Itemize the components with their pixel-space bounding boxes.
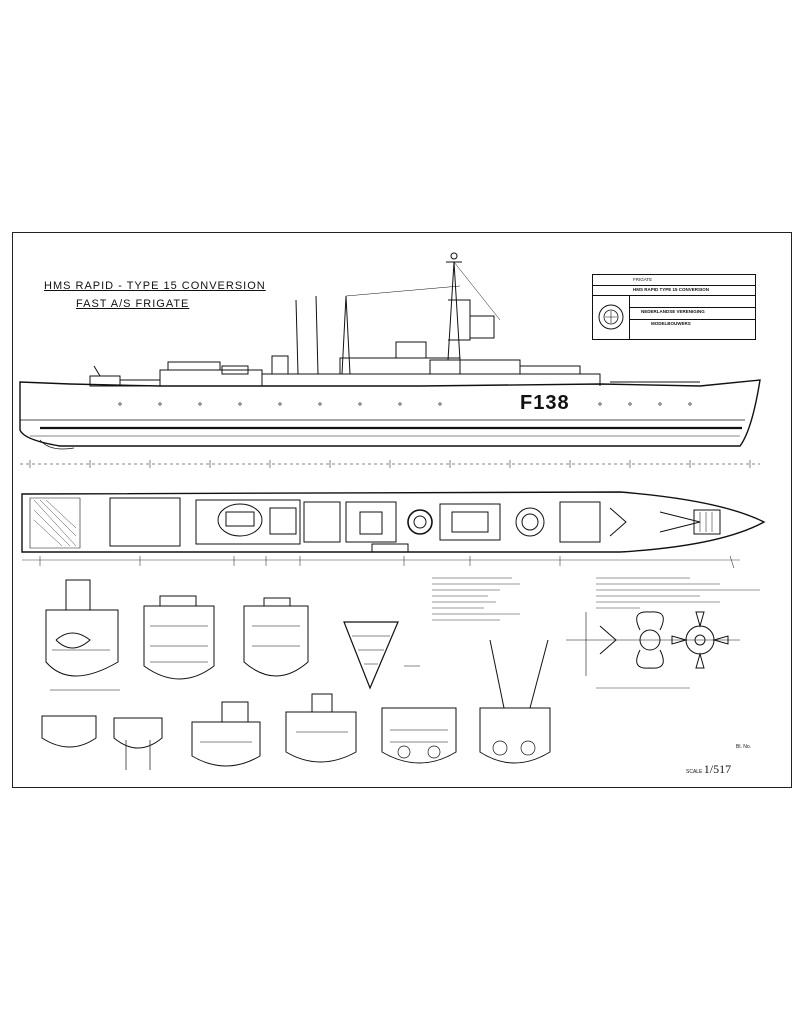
pennant-number: F138	[520, 392, 570, 414]
scale-label: SCALE 1/517	[686, 762, 732, 776]
side-profile	[19, 252, 761, 468]
title-block-ship: HMS RAPID TYPE 15 CONVERSION	[633, 287, 710, 292]
drawing-subtitle: FAST A/S FRIGATE	[76, 298, 190, 310]
drawing-title: HMS RAPID - TYPE 15 CONVERSION	[44, 280, 266, 292]
propeller-detail	[566, 611, 740, 676]
society-seal-icon	[598, 304, 624, 330]
title-block-org1: NEDERLANDSE VERENIGING	[641, 309, 705, 314]
drawing-sheet	[12, 232, 792, 788]
title-block: HMS RAPID TYPE 15 CONVERSION FRIGATE NED…	[592, 274, 756, 340]
hull-sections-row1	[45, 579, 420, 691]
plan-view	[21, 491, 766, 569]
title-block-org2: MODELBOUWERS	[651, 321, 691, 326]
hull-sections-row2	[41, 639, 551, 770]
title-block-type: FRIGATE	[633, 277, 653, 282]
sheet-number: Bl. No.	[736, 744, 752, 750]
